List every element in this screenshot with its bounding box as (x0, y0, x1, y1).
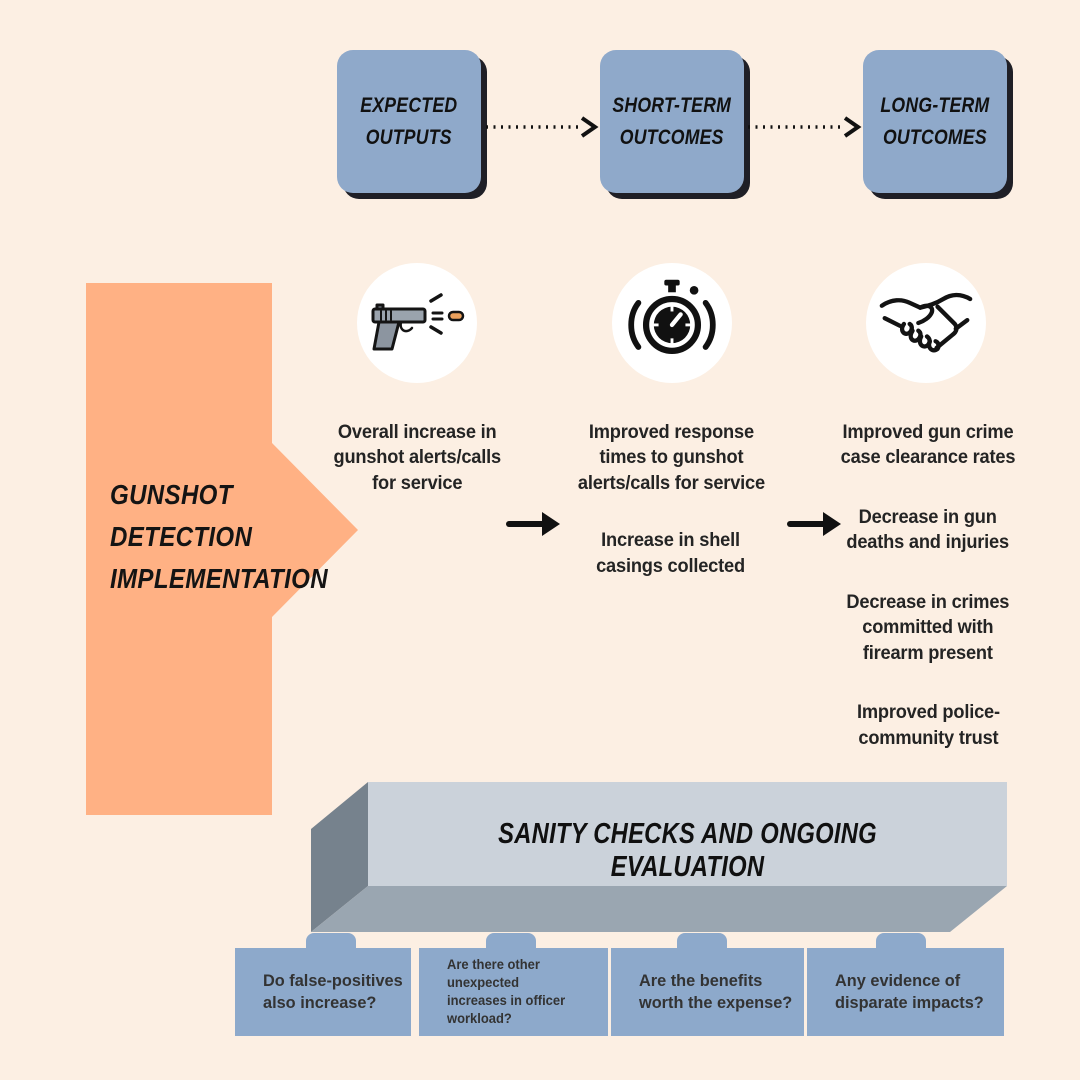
question-text: Are there other unexpected increases in … (447, 957, 566, 1026)
question-box-benefits-expense: Are the benefits worth the expense? (611, 948, 804, 1036)
stopwatch-icon (628, 279, 716, 354)
flow-box-label: SHORT-TERM OUTCOMES (612, 94, 732, 149)
long-term-icon-circle (866, 263, 986, 383)
outputs-icon-circle (357, 263, 477, 383)
source-block-label: GUNSHOT DETECTION IMPLEMENTATION (110, 479, 328, 594)
question-box-false-positives: Do false-positives also increase? (235, 948, 411, 1036)
dotted-arrow-icon (748, 116, 862, 138)
outcome-item: Increase in shell casings collected (596, 530, 746, 577)
handshake-icon (879, 292, 973, 353)
right-arrow-icon (506, 512, 560, 536)
gun-icon (371, 293, 465, 351)
flow-box-long-term-outcomes: LONG-TERM OUTCOMES (863, 50, 1007, 193)
source-arrow-shape (86, 283, 358, 815)
flow-box-label: EXPECTED OUTPUTS (360, 94, 458, 149)
question-text: Do false-positives also increase? (263, 970, 403, 1012)
outcome-item: Improved police- community trust (856, 702, 1000, 749)
short-term-column: Improved response times to gunshot alert… (566, 420, 776, 579)
outputs-column: Overall increase in gunshot alerts/calls… (317, 420, 517, 496)
evaluation-slab-shape (311, 782, 1007, 932)
dotted-arrow-icon (486, 116, 599, 138)
question-text: Any evidence of disparate impacts? (835, 970, 984, 1012)
right-arrow-icon (787, 512, 841, 536)
long-term-column: Improved gun crime case clearance rates … (820, 420, 1036, 751)
question-text: Are the benefits worth the expense? (639, 970, 793, 1012)
question-box-disparate-impacts: Any evidence of disparate impacts? (807, 948, 1004, 1036)
output-item: Overall increase in gunshot alerts/calls… (333, 422, 501, 494)
flow-box-label: LONG-TERM OUTCOMES (880, 94, 990, 149)
question-box-officer-workload: Are there other unexpected increases in … (419, 948, 608, 1036)
outcome-item: Decrease in gun deaths and injuries (846, 506, 1010, 554)
flow-box-expected-outputs: EXPECTED OUTPUTS (337, 50, 481, 193)
outcome-item: Improved response times to gunshot alert… (577, 422, 765, 494)
outcome-item: Improved gun crime case clearance rates (840, 422, 1016, 469)
short-term-icon-circle (612, 263, 732, 383)
evaluation-title: SANITY CHECKS AND ONGOING EVALUATION (498, 818, 877, 883)
flow-box-short-term-outcomes: SHORT-TERM OUTCOMES (600, 50, 744, 193)
outcome-item: Decrease in crimes committed with firear… (846, 591, 1010, 664)
